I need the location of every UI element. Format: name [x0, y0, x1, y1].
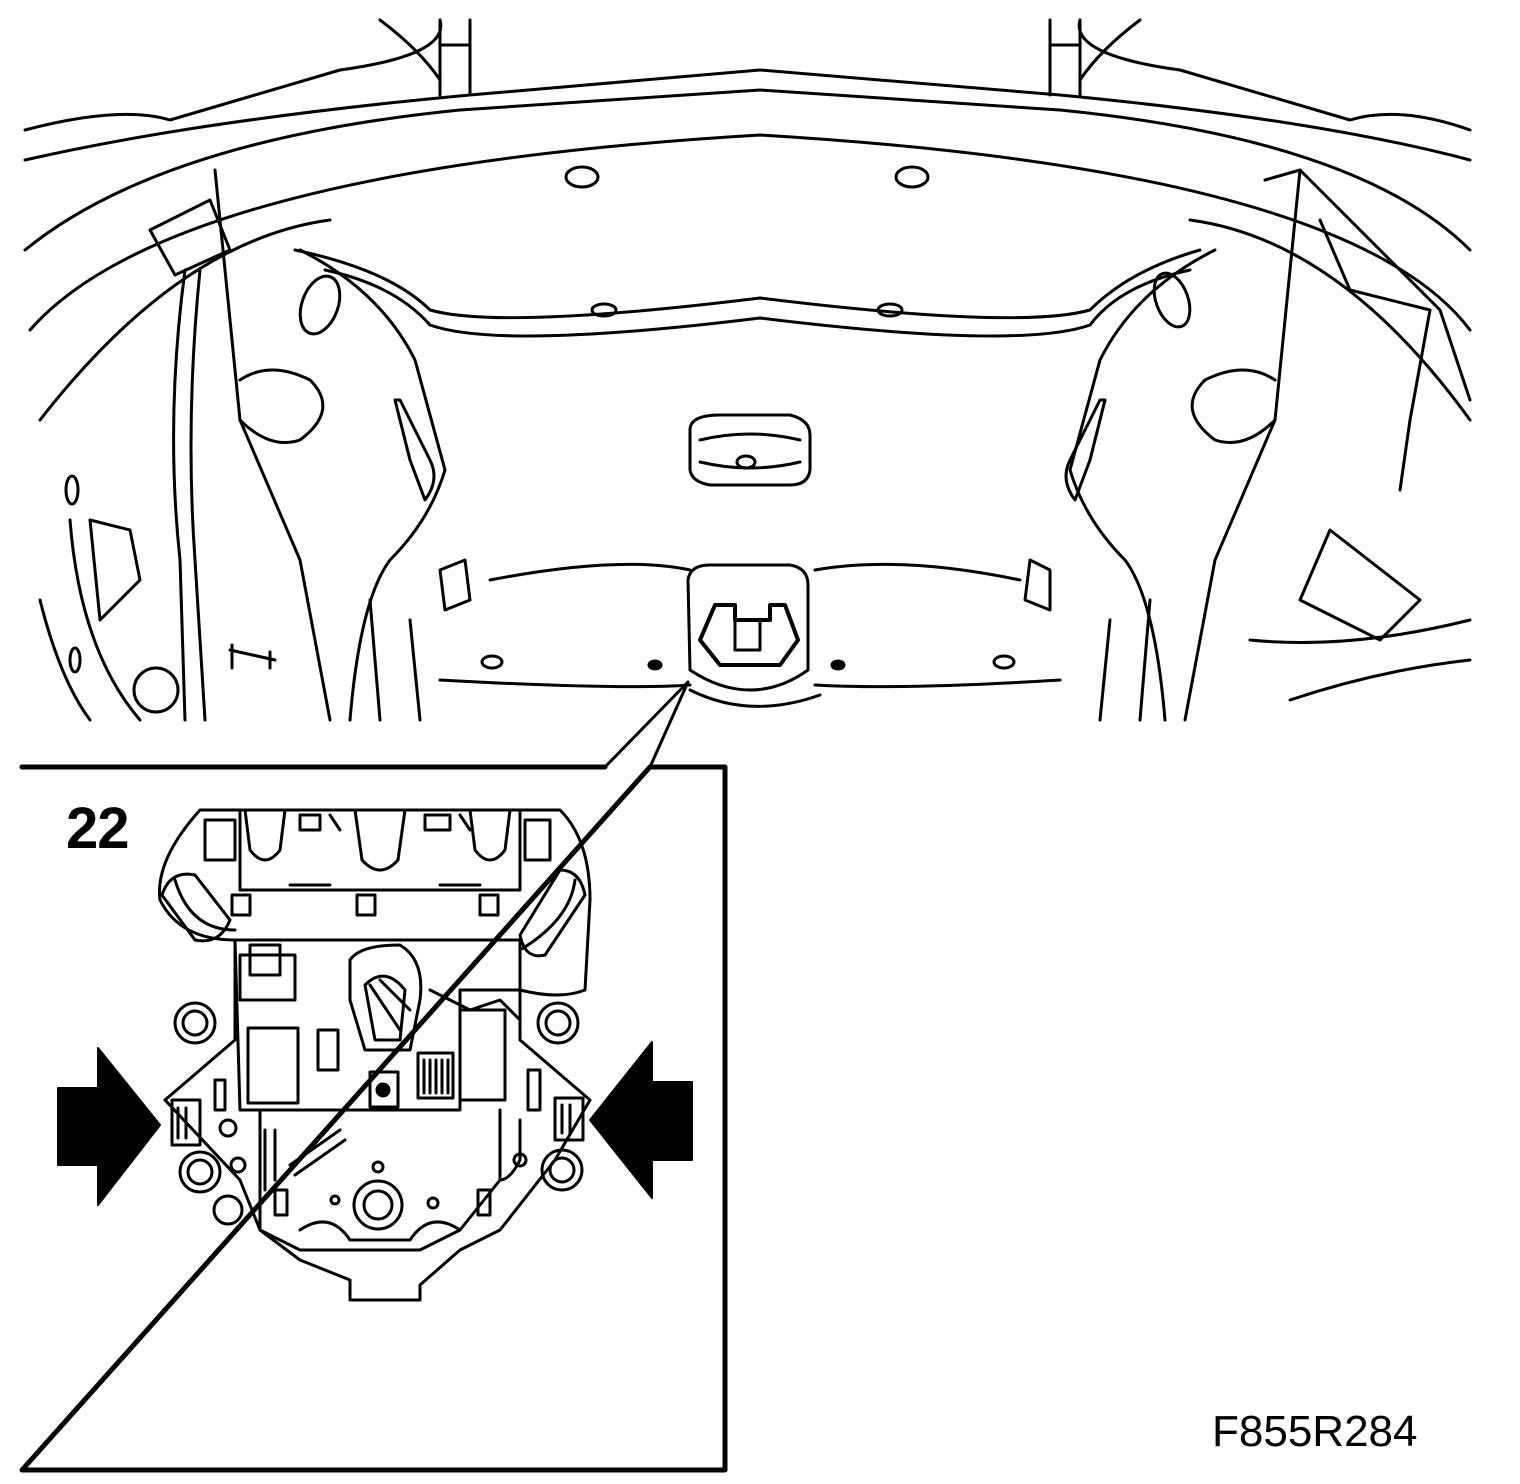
detail-frame [19, 764, 728, 1473]
step-number-label: 22 [66, 796, 130, 861]
left-arrow-icon [57, 1047, 161, 1206]
trunk-lock-detail [158, 808, 592, 1302]
trunk-overview [23, 18, 1472, 722]
callout-pointer [603, 680, 690, 769]
figure-code-label: F855R284 [1212, 1407, 1418, 1456]
right-arrow-icon [589, 1041, 693, 1199]
